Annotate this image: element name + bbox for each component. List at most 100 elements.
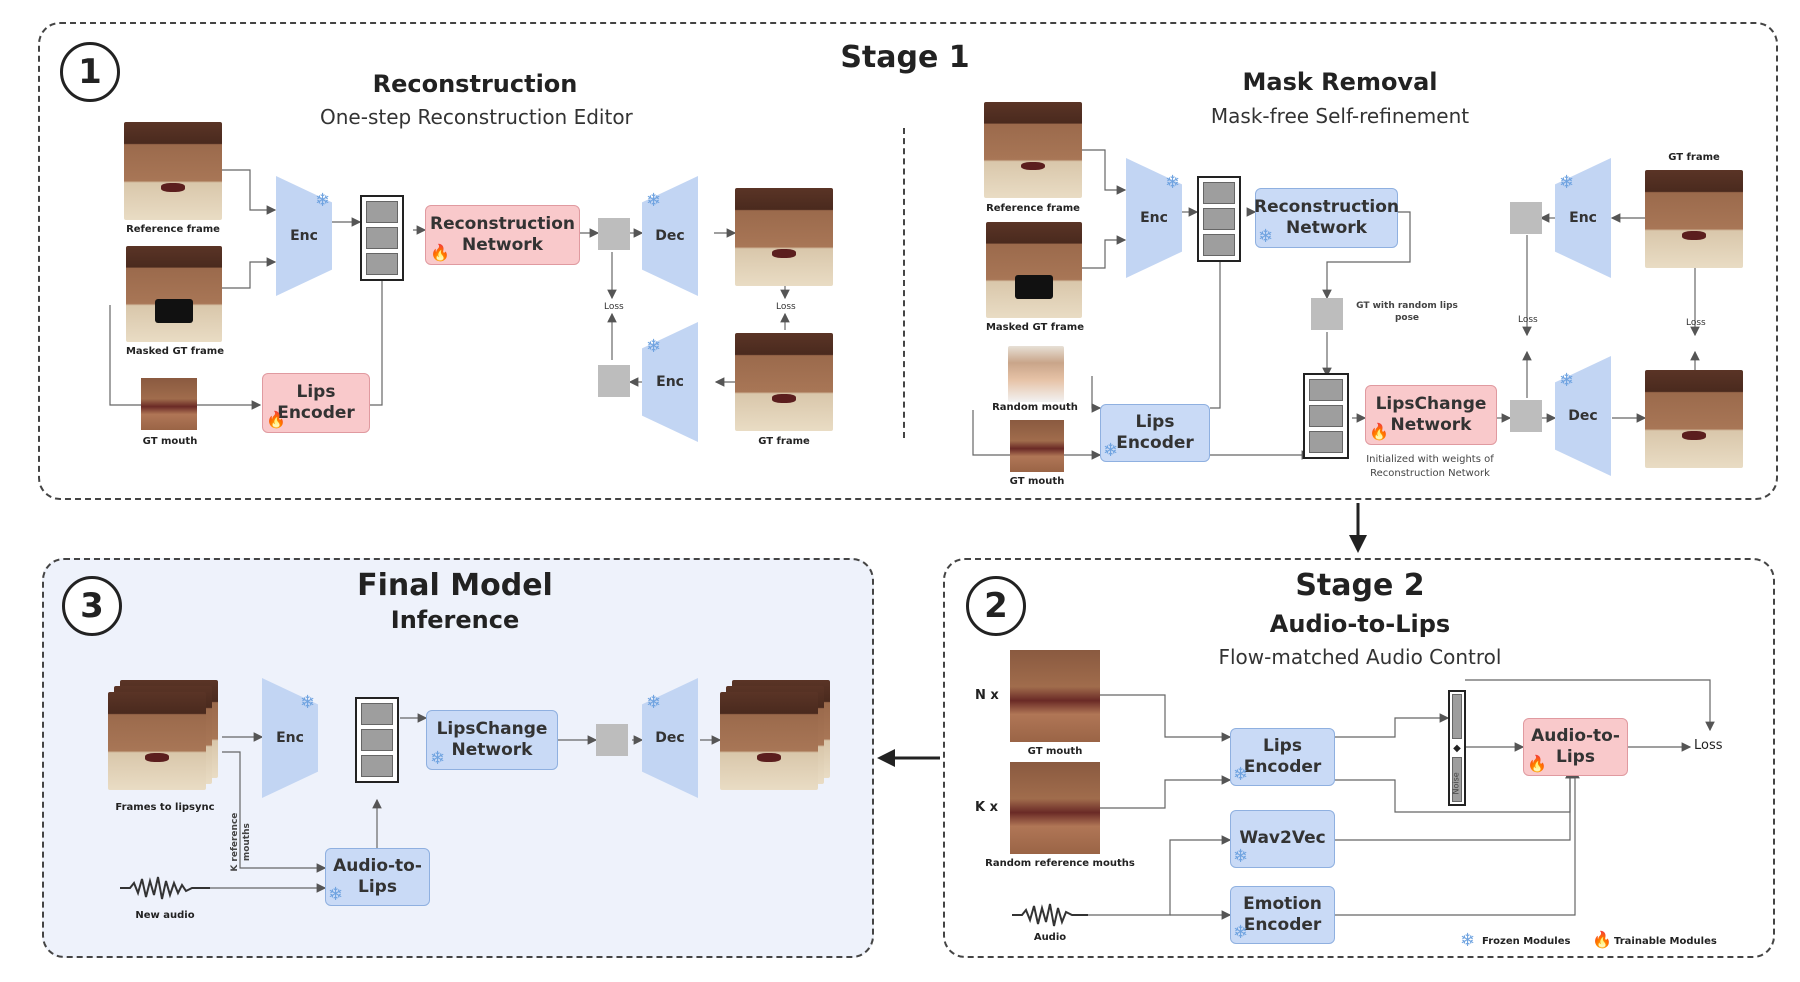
stage2-audio-caption: Audio — [1033, 932, 1067, 943]
stage2-title: Stage 2 — [1295, 568, 1425, 603]
rec-output-frame-image — [735, 188, 833, 286]
reconstruction-subtitle: One-step Reconstruction Editor — [320, 105, 633, 129]
stage3-title: Final Model — [357, 568, 553, 603]
snowflake-icon: ❄ — [1233, 922, 1249, 943]
mr-masked-gt-frame-caption: Masked GT frame — [985, 322, 1085, 333]
fire-icon: 🔥 — [1369, 422, 1389, 441]
mr-gt-frame-caption: GT frame — [1668, 152, 1720, 163]
rec-enc-label: Enc — [290, 228, 318, 244]
stage2-random-ref-caption: Random reference mouths — [985, 858, 1135, 869]
mr-gt-frame-image — [1645, 170, 1743, 268]
snowflake-icon: ❄ — [1233, 764, 1249, 785]
mr-gt-mouth-image — [1010, 420, 1064, 472]
rec-gt-frame-image — [735, 333, 833, 431]
fire-icon: 🔥 — [266, 410, 286, 429]
rec-dec-label: Dec — [655, 228, 685, 244]
stage3-output-latent — [596, 724, 628, 756]
mask-removal-subtitle: Mask-free Self-refinement — [1210, 104, 1470, 128]
rec-loss-label-1: Loss — [604, 302, 624, 312]
mask-removal-title: Mask Removal — [1242, 68, 1438, 96]
mr-loss-label-1: Loss — [1518, 315, 1538, 325]
stage3-number: 3 — [62, 576, 122, 636]
mr-dec-label: Dec — [1568, 408, 1598, 424]
mr-random-mouth-image — [1008, 346, 1064, 402]
trainable-legend-label: Trainable Modules — [1614, 936, 1717, 947]
stage3-audio-waveform — [120, 876, 210, 900]
stage2-audio-to-lips: Audio-to-Lips — [1523, 718, 1628, 776]
stage3-audio-to-lips: Audio-to-Lips — [325, 848, 430, 906]
snowflake-icon: ❄ — [1103, 440, 1119, 461]
stage2-emotion-encoder: Emotion Encoder — [1230, 886, 1335, 944]
mr-latent — [1197, 176, 1241, 262]
stage3-latent — [355, 697, 399, 783]
mr-init-note: Initialized with weights of Reconstructi… — [1366, 454, 1494, 479]
rec-latent — [360, 195, 404, 281]
snowflake-icon: ❄ — [1165, 172, 1181, 193]
rec-enc2-label: Enc — [656, 374, 684, 390]
rec-lips-encoder: Lips Encoder — [262, 373, 370, 433]
stage3-dec-label: Dec — [655, 730, 685, 746]
stage2-k-label: K x — [975, 800, 998, 815]
mr-lips-encoder: Lips Encoder — [1100, 404, 1210, 462]
mr-enc2-label: Enc — [1569, 210, 1597, 226]
stage3-frames-stack — [108, 680, 228, 800]
reconstruction-title: Reconstruction — [372, 70, 578, 98]
mr-output-frame-image — [1645, 370, 1743, 468]
stage2-n-label: N x — [975, 688, 999, 703]
snowflake-icon: ❄ — [646, 336, 662, 357]
frozen-legend-label: Frozen Modules — [1482, 936, 1571, 947]
snowflake-icon: ❄ — [1258, 226, 1274, 247]
rec-gt-frame-caption: GT frame — [758, 436, 810, 447]
stage1-title: Stage 1 — [840, 40, 970, 75]
stage2-gt-mouth-image — [1010, 650, 1100, 742]
stage3-lipschange-network: LipsChange Network — [426, 710, 558, 770]
snowflake-icon: ❄ — [430, 748, 446, 769]
mr-gt-latent — [1510, 202, 1542, 234]
mr-lipschange-network: LipsChange Network — [1365, 385, 1497, 445]
rec-latent-out — [598, 218, 630, 250]
rec-gt-mouth-caption: GT mouth — [142, 436, 198, 447]
stage1-divider — [903, 128, 905, 438]
stage3-output-stack — [720, 680, 840, 800]
stage2-wav2vec: Wav2Vec — [1230, 810, 1335, 868]
snowflake-icon: ❄ — [1559, 172, 1575, 193]
stage3-subtitle: Inference — [390, 606, 520, 634]
fire-icon: 🔥 — [1527, 754, 1547, 773]
snowflake-icon: ❄ — [646, 692, 662, 713]
stage1-number: 1 — [60, 42, 120, 102]
stage2-subtitle: Flow-matched Audio Control — [1218, 645, 1502, 669]
trainable-legend-icon: 🔥 — [1592, 930, 1612, 949]
rec-loss-label-2: Loss — [776, 302, 796, 312]
mr-gt-mouth-caption: GT mouth — [1009, 476, 1065, 487]
stage3-enc-label: Enc — [276, 730, 304, 746]
mr-reference-frame-caption: Reference frame — [986, 203, 1080, 214]
fire-icon: 🔥 — [430, 243, 450, 262]
snowflake-icon: ❄ — [300, 692, 316, 713]
rec-latent-gt — [598, 365, 630, 397]
rec-gt-mouth-image — [141, 378, 197, 430]
stage2-noise-label: Noise — [1451, 772, 1461, 795]
rec-masked-gt-frame-caption: Masked GT frame — [125, 346, 225, 357]
stage2-panel — [943, 558, 1775, 958]
rec-reconstruction-network: Reconstruction Network — [425, 205, 580, 265]
rec-reference-frame-caption: Reference frame — [126, 224, 220, 235]
stage1-panel — [38, 22, 1778, 500]
mr-latent-2 — [1303, 373, 1349, 459]
stage3-k-ref-label: K reference mouths — [229, 812, 252, 872]
mr-masked-gt-frame-image — [986, 222, 1082, 318]
stage2-random-ref-image — [1010, 762, 1100, 854]
stage3-frames-caption: Frames to lipsync — [115, 802, 215, 813]
mr-loss-label-2: Loss — [1686, 318, 1706, 328]
snowflake-icon: ❄ — [328, 884, 344, 905]
mr-output-latent — [1510, 400, 1542, 432]
stage2-gt-mouth-caption: GT mouth — [1027, 746, 1083, 757]
mr-random-mouth-caption: Random mouth — [992, 402, 1078, 413]
mr-gt-random-latent — [1311, 298, 1343, 330]
stage2-heading: Audio-to-Lips — [1269, 610, 1451, 638]
mr-gt-random-caption: GT with random lips pose — [1356, 301, 1458, 324]
snowflake-icon: ❄ — [646, 190, 662, 211]
stage2-lips-encoder: Lips Encoder — [1230, 728, 1335, 786]
stage2-number: 2 — [966, 576, 1026, 636]
rec-reference-frame-image — [124, 122, 222, 220]
